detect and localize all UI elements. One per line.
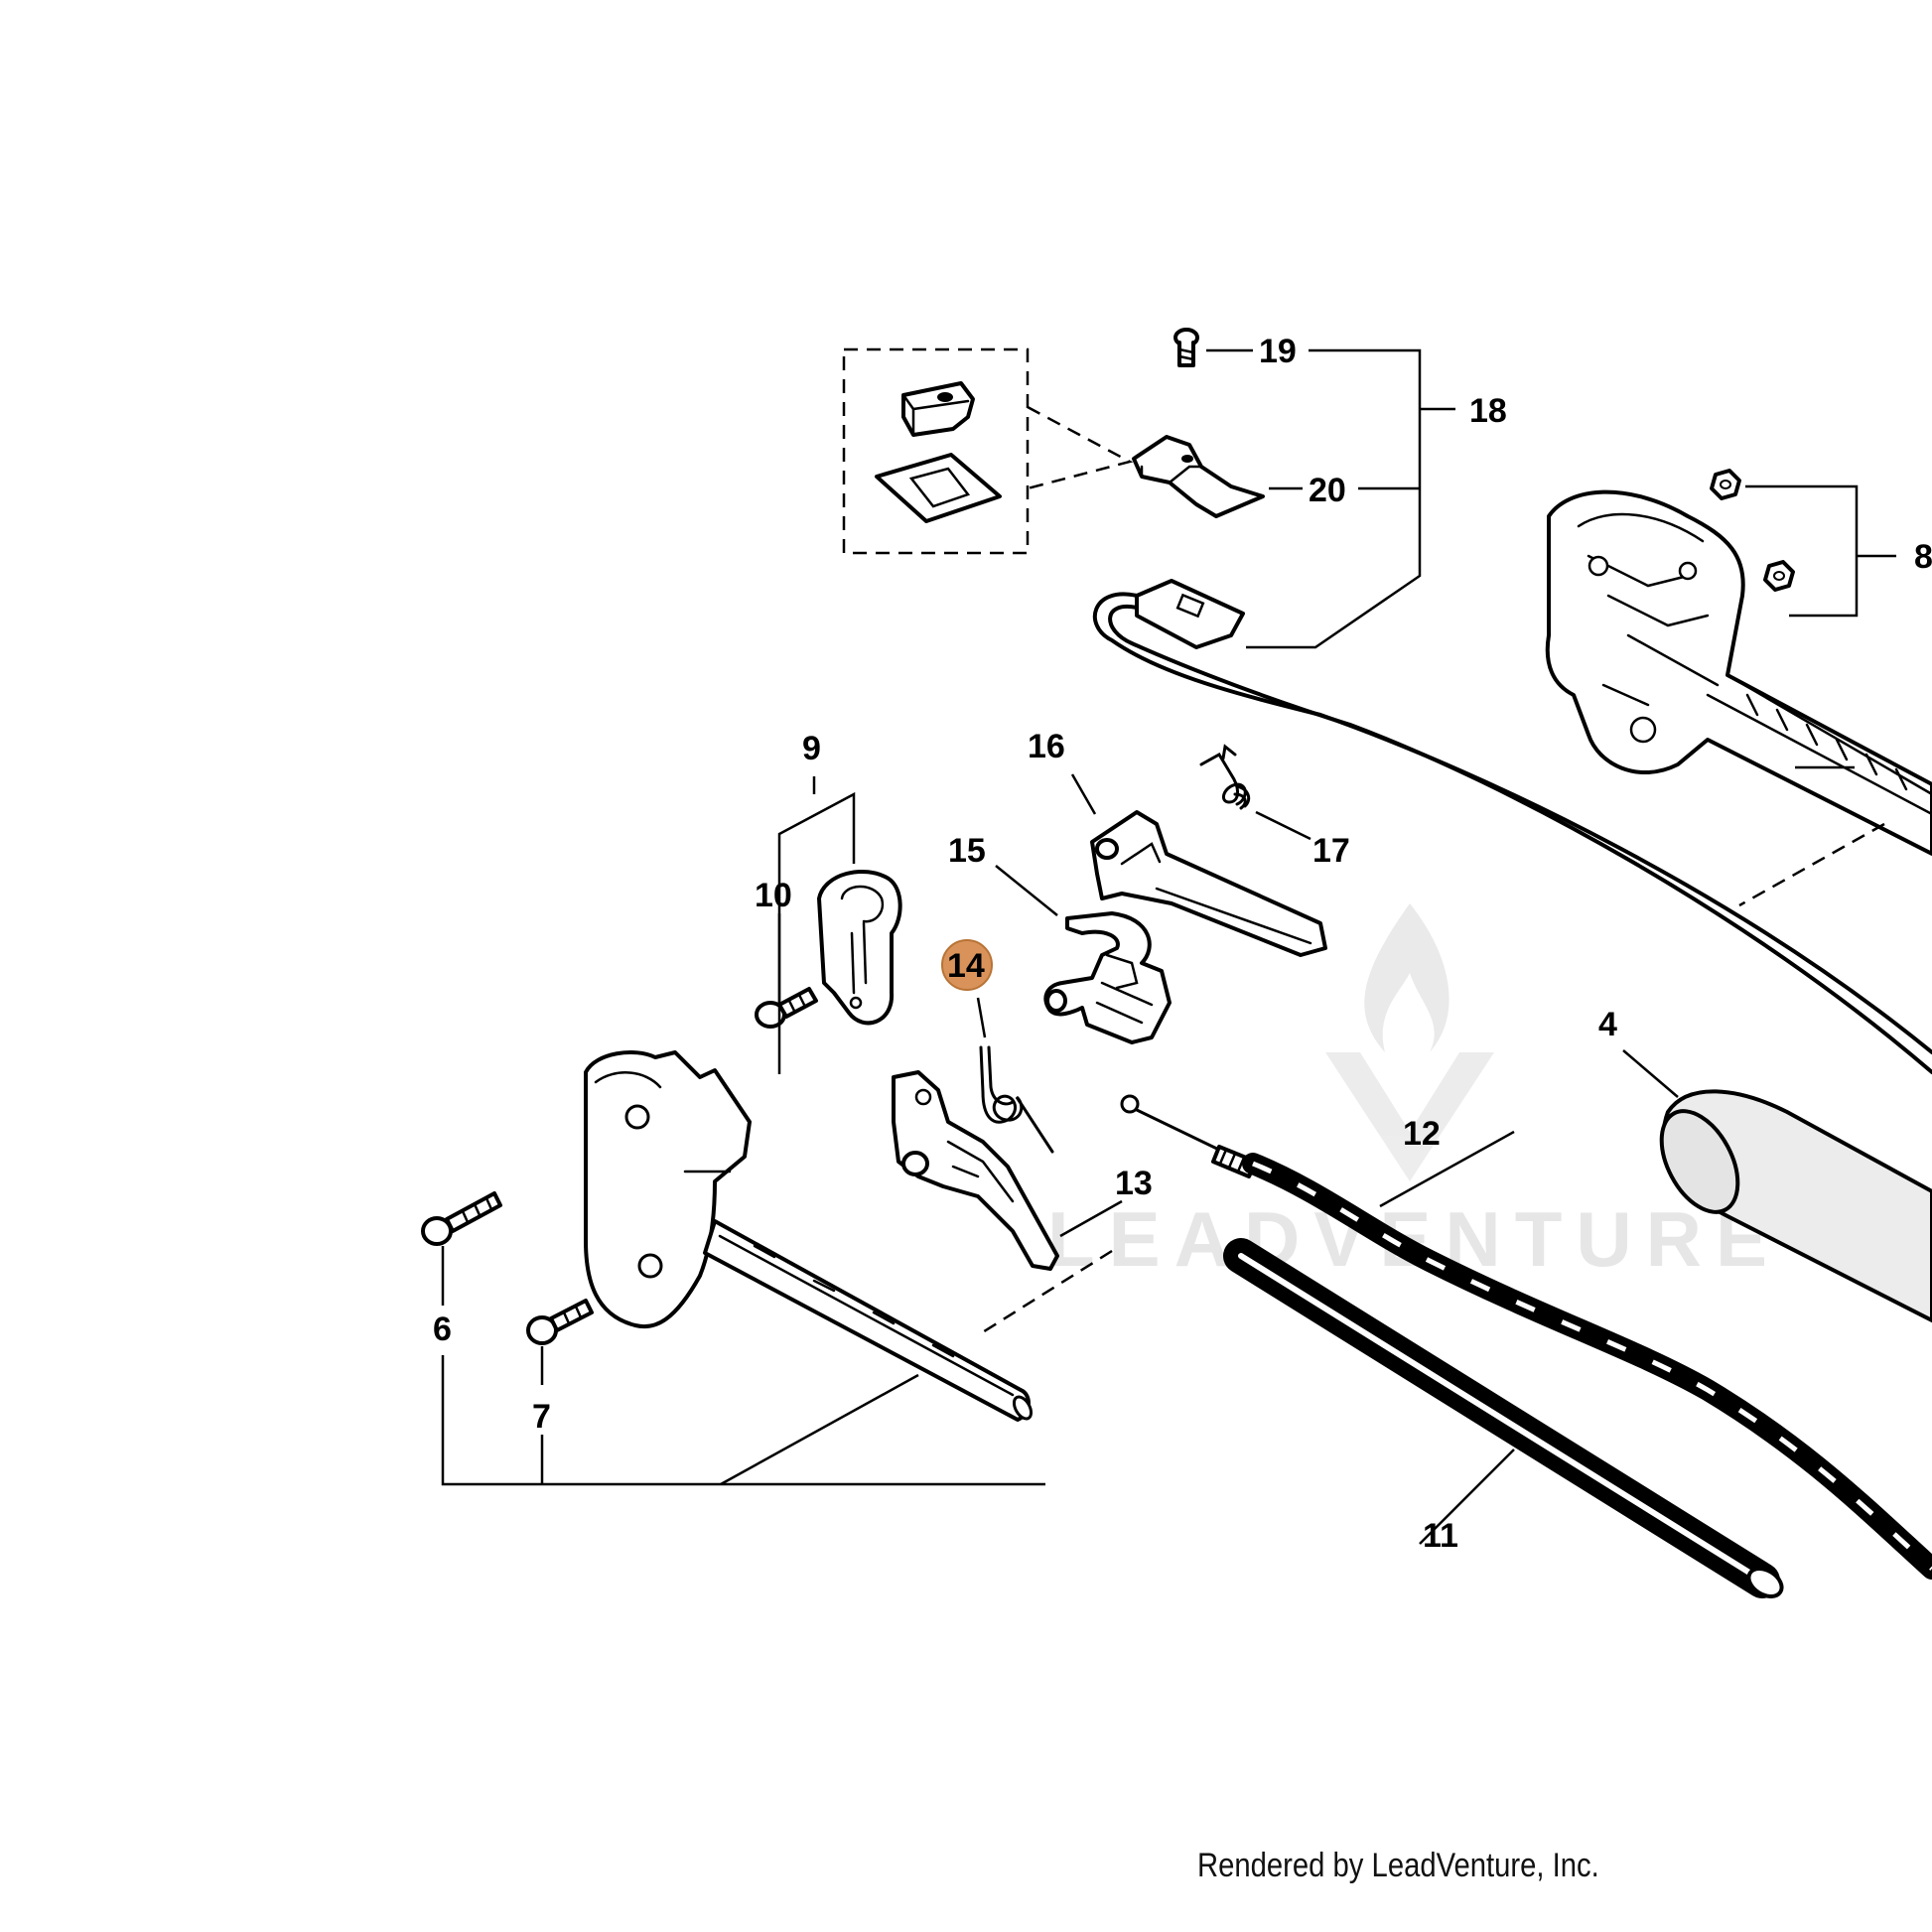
callout-16: 16	[1028, 728, 1065, 765]
watermark-text: LEADVENTURE	[1047, 1195, 1781, 1283]
callout-10: 10	[755, 877, 792, 914]
callout-13: 13	[1115, 1165, 1153, 1202]
callout-18: 18	[1469, 392, 1507, 430]
callout-17: 17	[1312, 832, 1350, 870]
watermark-logo	[1325, 903, 1494, 1181]
part-19-screw	[1173, 328, 1199, 367]
part-17-spring	[1199, 744, 1251, 810]
part-8-nuts	[1710, 469, 1795, 592]
callout-6: 6	[433, 1311, 452, 1348]
part-6-bolt	[421, 1191, 502, 1246]
left-handle-assembly	[584, 1050, 1034, 1422]
callout-20: 20	[1309, 472, 1346, 509]
part-20-plate	[1132, 435, 1265, 518]
rear-handle-frame	[1545, 489, 1932, 856]
part-7-screw	[526, 1299, 594, 1345]
leader-lines	[441, 348, 1896, 1545]
callout-4: 4	[1598, 1006, 1617, 1043]
callout-labels: 19 18 20 8 16 17 15 9 10 14 13 12 4 11 6…	[433, 333, 1932, 1555]
callout-7: 7	[532, 1398, 551, 1436]
part-4-grip	[1659, 1089, 1932, 1323]
callout-12: 12	[1403, 1115, 1441, 1153]
callout-19: 19	[1259, 333, 1297, 370]
part-16-lever	[1090, 810, 1327, 957]
callout-15: 15	[948, 832, 986, 870]
part-9-clamp	[817, 869, 902, 1026]
callout-9: 9	[802, 730, 821, 767]
callout-11: 11	[1423, 1517, 1458, 1555]
callout-14: 14	[947, 947, 985, 985]
callout-8: 8	[1914, 538, 1932, 576]
part-11-hose	[1223, 1238, 1784, 1598]
part-18-switch	[1092, 579, 1932, 1074]
callout-14-highlight	[941, 939, 993, 991]
part-13-trigger	[892, 1070, 1059, 1271]
part-10-screw	[755, 987, 818, 1029]
render-credit: Rendered by LeadVenture, Inc.	[1197, 1847, 1599, 1884]
part-12-cable	[1120, 1094, 1932, 1580]
detail-box-20	[842, 347, 1134, 555]
part-15-clip	[1043, 911, 1172, 1044]
part-14-spring	[979, 1045, 1054, 1154]
